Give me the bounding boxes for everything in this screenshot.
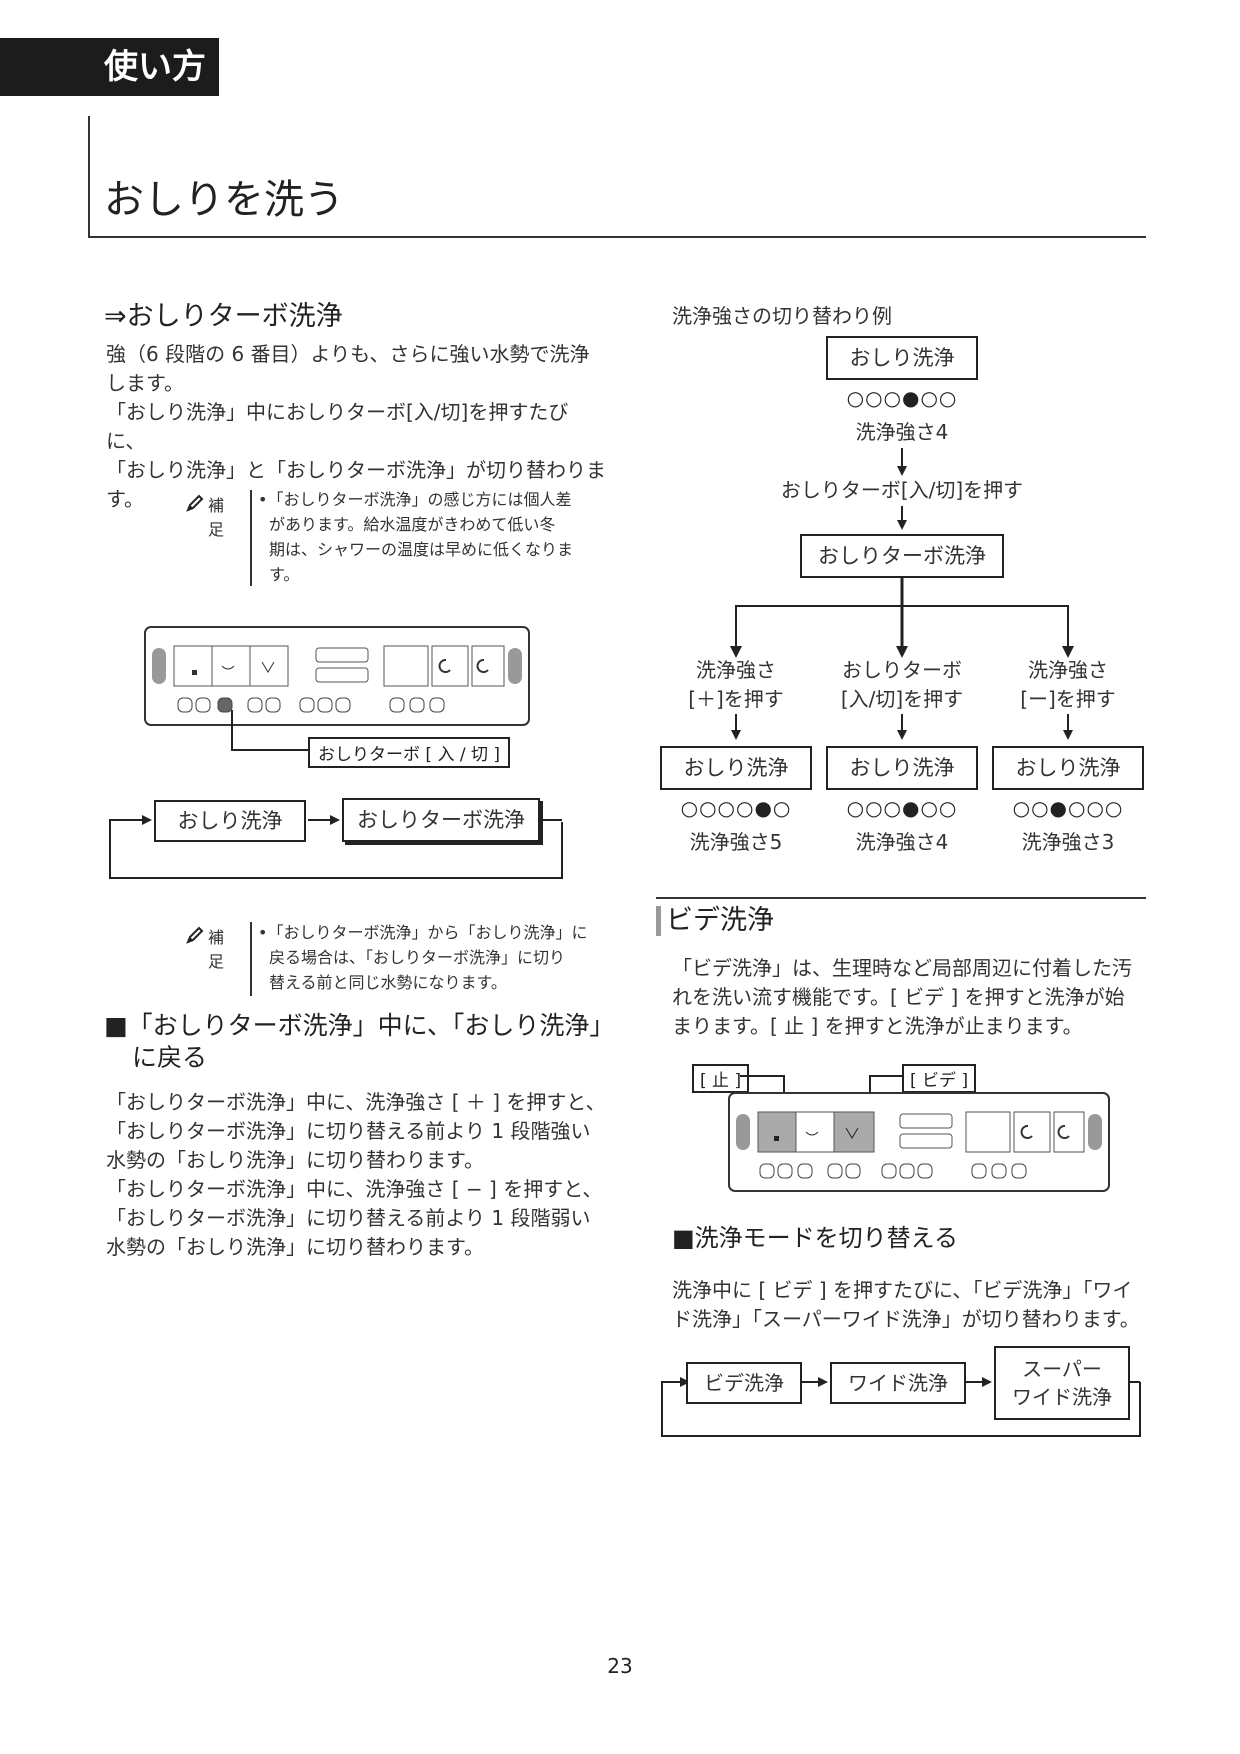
bidet-body: 「ビデ洗浄」は、生理時など局部周辺に付着した汚 れを洗い流す機能です。[ ビデ … [672,954,1152,1041]
return-heading-line: に戻る [132,1043,208,1072]
branch-box: おしり洗浄 [660,746,812,790]
branch-action-line: おしりターボ [842,658,962,682]
branch-action: 洗浄強さ [＋]を押す [656,656,816,714]
bidet-body-line: まります。[ 止 ] を押すと洗浄が止まります。 [672,1014,1083,1038]
branch-arrow [1063,714,1073,740]
pencil-icon [186,494,204,512]
example-caption: 洗浄強さの切り替わり例 [672,304,892,328]
callout-leader-line [231,710,310,751]
return-body-line: 「おしりターボ洗浄」中に、洗浄強さ [ ＋ ] を押すと、 [106,1090,606,1114]
control-panel-illustration [144,626,530,726]
bidet-body-line: 「ビデ洗浄」は、生理時など局部周辺に付着した汚 [672,956,1132,980]
note-line: 戻る場合は、「おしりターボ洗浄」に切り [269,948,566,967]
return-body-line: 「おしりターボ洗浄」に切り替える前より 1 段階弱い [106,1206,591,1230]
return-body: 「おしりターボ洗浄」中に、洗浄強さ [ ＋ ] を押すと、 「おしりターボ洗浄」… [106,1088,606,1262]
bidet-body-line: れを洗い流す機能です。[ ビデ ] を押すと洗浄が始 [672,985,1125,1009]
note-line: •「おしりターボ洗浄」の感じ方には個人差 [258,490,572,509]
page-number: 23 [607,1654,633,1678]
strength-dots: ○○○●○○ [846,386,958,410]
mode-body-line: ド洗浄」「スーパーワイド洗浄」が切り替わります。 [672,1307,1140,1331]
branch-box: おしり洗浄 [992,746,1144,790]
branch-action: おしりターボ [入/切]を押す [822,656,982,714]
turbo-callout-label: おしりターボ [ 入 / 切 ] [308,737,511,768]
note-bar [250,490,252,586]
note-line: •「おしりターボ洗浄」から「おしり洗浄」に [258,923,588,942]
title-rule-vertical [88,116,90,238]
branch-action: 洗浄強さ [ー]を押す [988,656,1148,714]
mode-box-line: ワイド洗浄 [1012,1385,1112,1409]
strength-label: 洗浄強さ4 [855,420,949,444]
note-label: 補足 [208,928,225,971]
branch-box: おしり洗浄 [826,746,978,790]
strength-dots: ○○○●○○ [846,796,958,820]
strength-label: 洗浄強さ4 [855,830,949,854]
note-2-text: •「おしりターボ洗浄」から「おしり洗浄」に 戻る場合は、「おしりターボ洗浄」に切… [258,920,598,995]
turbo-body-line: 「おしり洗浄」と「おしりターボ洗浄」が切り替わります。 [106,458,606,511]
cycle-box-oshiri: おしり洗浄 [154,800,306,842]
return-body-line: 水勢の「おしり洗浄」に切り替わります。 [106,1148,484,1172]
note-bar [250,922,252,996]
note-line: す。 [269,565,300,584]
bidet-rule [656,897,1146,899]
page-title: おしりを洗う [104,177,344,223]
note-line: 替える前と同じ水勢になります。 [269,973,507,992]
control-panel-illustration-bidet [728,1092,1110,1192]
strength-label: 洗浄強さ3 [1021,830,1115,854]
turbo-action-label: おしりターボ[入/切]を押す [780,478,1024,502]
mode-box-wide: ワイド洗浄 [830,1362,966,1404]
mode-box-super-wide: スーパー ワイド洗浄 [994,1346,1130,1420]
mode-cycle-arrows [661,1377,1141,1437]
flow-box-top: おしり洗浄 [826,336,978,380]
turbo-body-line: します。 [106,371,184,395]
mode-body-line: 洗浄中に [ ビデ ] を押すたびに、「ビデ洗浄」「ワイ [672,1278,1133,1302]
mode-box-line: スーパー [1022,1357,1102,1381]
note-line: があります。給水温度がきわめて低い冬 [269,515,556,534]
mode-heading: ■洗浄モードを切り替える [672,1224,958,1252]
strength-dots: ○○○○●○ [680,796,792,820]
return-body-line: 「おしりターボ洗浄」中に、洗浄強さ [ − ] を押すと、 [106,1177,603,1201]
return-heading: ■「おしりターボ洗浄」中に、「おしり洗浄」 に戻る [104,1010,614,1074]
branch-action-line: [入/切]を押す [840,687,964,711]
stop-callout-label: [ 止 ] [692,1064,750,1093]
note-1-text: •「おしりターボ洗浄」の感じ方には個人差 があります。給水温度がきわめて低い冬 … [258,487,588,587]
branch-arrow [731,714,741,740]
turbo-body-line: 「おしり洗浄」中におしりターボ[入/切]を押すたびに、 [106,400,569,453]
branch-action-line: [＋]を押す [688,687,784,711]
branch-action-line: [ー]を押す [1020,687,1116,711]
note-label: 補足 [208,496,225,539]
strength-dots: ○○●○○○ [1012,796,1124,820]
return-heading-line: ■「おしりターボ洗浄」中に、「おしり洗浄」 [104,1011,615,1040]
turbo-body-line: 強（6 段階の 6 番目）よりも、さらに強い水勢で洗浄 [106,342,590,366]
turbo-body: 強（6 段階の 6 番目）よりも、さらに強い水勢で洗浄 します。 「おしり洗浄」… [106,340,606,514]
section-tag: 使い方 [0,38,219,96]
strength-label: 洗浄強さ5 [689,830,783,854]
note-line: 期は、シャワーの温度は早めに低くなりま [269,540,574,559]
branch-arrow [897,714,907,740]
mode-body: 洗浄中に [ ビデ ] を押すたびに、「ビデ洗浄」「ワイ ド洗浄」「スーパーワイ… [672,1276,1152,1334]
return-body-line: 水勢の「おしり洗浄」に切り替わります。 [106,1235,484,1259]
mode-box-bidet: ビデ洗浄 [686,1362,802,1404]
flow-box-turbo: おしりターボ洗浄 [800,534,1004,578]
branch-action-line: 洗浄強さ [696,658,776,682]
pencil-icon [186,926,204,944]
flow-arrows [730,448,1074,658]
turbo-cycle-arrows [109,815,563,879]
bidet-heading-marker [656,906,661,936]
branch-action-line: 洗浄強さ [1028,658,1108,682]
cycle-box-turbo: おしりターボ洗浄 [342,798,540,842]
bidet-heading: ビデ洗浄 [666,905,774,936]
title-rule-horizontal [88,236,1146,238]
turbo-heading: ⇒おしりターボ洗浄 [104,301,343,332]
return-body-line: 「おしりターボ洗浄」に切り替える前より 1 段階強い [106,1119,591,1143]
